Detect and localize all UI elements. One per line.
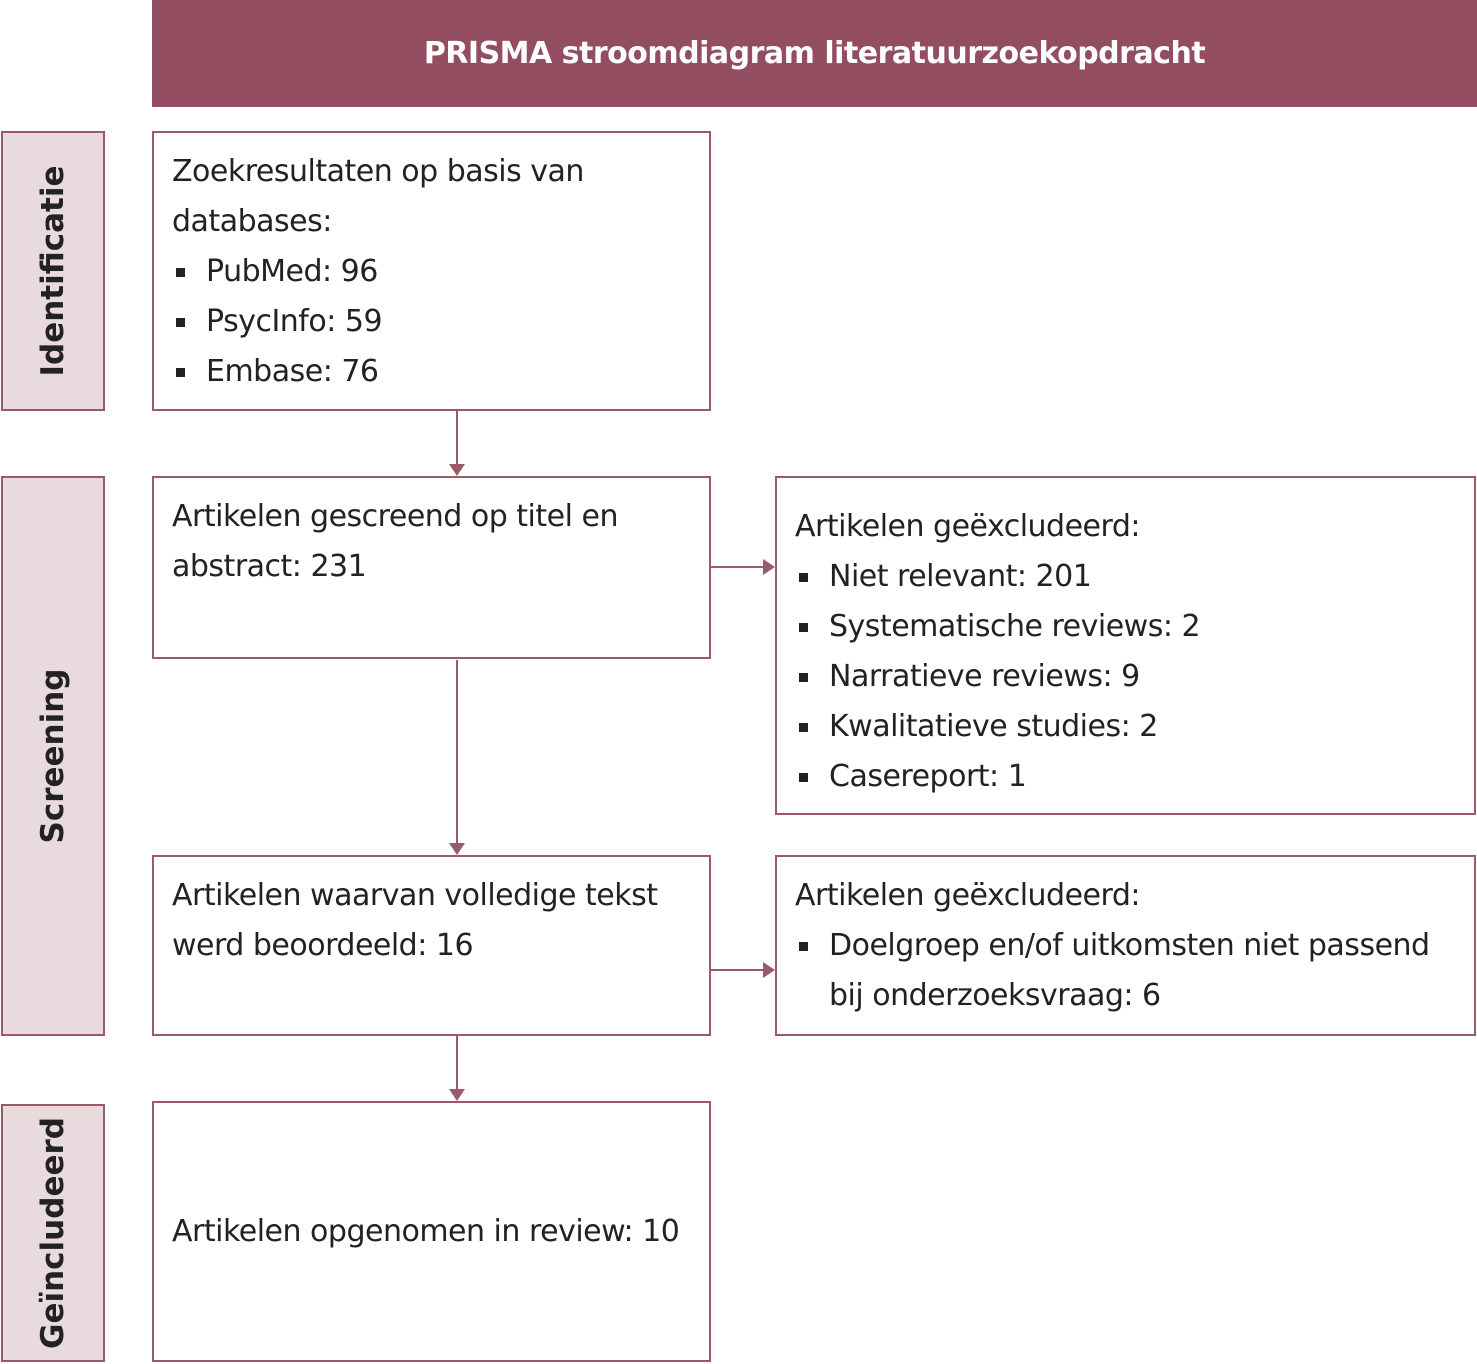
arrow-down-icon: [449, 843, 465, 855]
phase-screening: Screening: [1, 476, 105, 1036]
arrow-down-icon: [449, 1089, 465, 1101]
box-text: Artikelen geëxcludeerd:: [795, 509, 1140, 544]
box-text: Zoekresultaten op basis van databases:: [172, 154, 584, 239]
arrow-right-icon: [763, 962, 775, 978]
identification-box: Zoekresultaten op basis van databases: P…: [152, 131, 711, 411]
included-box: Artikelen opgenomen in review: 10: [152, 1101, 711, 1362]
list-item: Narratieve reviews: 9: [795, 652, 1456, 702]
arrow-down-icon: [449, 464, 465, 476]
screened-box: Artikelen gescreend op titel en abstract…: [152, 476, 711, 659]
list-item: Niet relevant: 201: [795, 552, 1456, 602]
list-item: PubMed: 96: [172, 247, 691, 297]
fulltext-box: Artikelen waarvan volledige tekst werd b…: [152, 855, 711, 1036]
list-item: Doelgroep en/of uitkomsten niet passend …: [795, 921, 1449, 1021]
connector-line: [711, 566, 764, 568]
phase-label: Geïncludeerd: [35, 1117, 71, 1349]
list-item: Embase: 76: [172, 347, 691, 397]
phase-identificatie: Identificatie: [1, 131, 105, 411]
connector-line: [711, 969, 764, 971]
excluded-box-2: Artikelen geëxcludeerd: Doelgroep en/of …: [775, 855, 1476, 1036]
phase-label: Screening: [35, 668, 71, 844]
list-item: Casereport: 1: [795, 752, 1456, 802]
box-text: Artikelen gescreend op titel en abstract…: [172, 499, 618, 584]
box-text: Artikelen geëxcludeerd:: [795, 878, 1140, 913]
phase-label: Identificatie: [35, 165, 71, 377]
connector-line: [456, 411, 458, 465]
box-text: Artikelen opgenomen in review: 10: [172, 1213, 680, 1249]
connector-line: [456, 660, 458, 843]
arrow-right-icon: [763, 559, 775, 575]
list-item: Kwalitatieve studies: 2: [795, 702, 1456, 752]
list-item: Systematische reviews: 2: [795, 602, 1456, 652]
list-item: PsycInfo: 59: [172, 297, 691, 347]
box-text: Artikelen waarvan volledige tekst werd b…: [172, 878, 658, 963]
connector-line: [456, 1036, 458, 1089]
diagram-title: PRISMA stroomdiagram literatuurzoekopdra…: [152, 0, 1477, 107]
phase-geincludeerd: Geïncludeerd: [1, 1104, 105, 1362]
excluded-box-1: Artikelen geëxcludeerd: Niet relevant: 2…: [775, 476, 1476, 815]
